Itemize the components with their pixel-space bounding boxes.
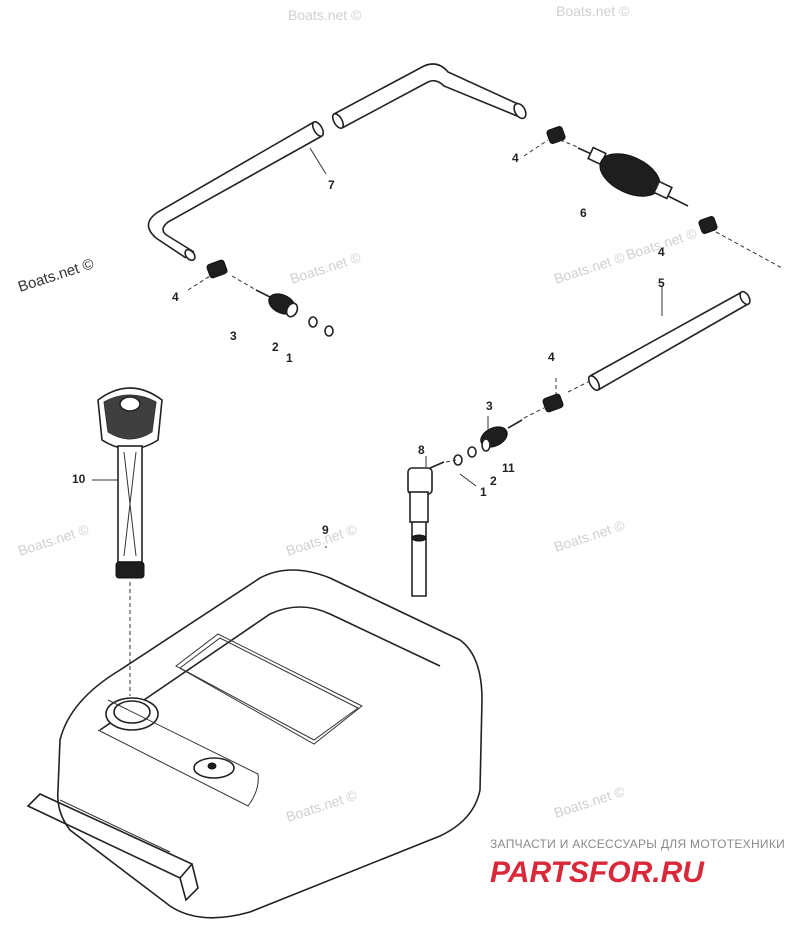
watermark: Boats.net © xyxy=(552,249,627,287)
callout-6: 6 xyxy=(580,206,587,220)
callout-11: 11 xyxy=(502,461,515,475)
callout-4: 4 xyxy=(512,151,519,165)
callout-4: 4 xyxy=(548,350,555,364)
callout-9: 9 xyxy=(322,523,329,537)
callout-8: 8 xyxy=(418,443,425,457)
callouts: 1 2 3 4 7 4 6 4 5 4 3 8 11 2 1 9 10 xyxy=(72,151,665,537)
watermark: Boats.net © xyxy=(284,787,359,825)
callout-3: 3 xyxy=(486,399,493,413)
leader-lines xyxy=(309,147,663,487)
watermark: Boats.net © xyxy=(288,7,362,23)
fitting-4-top xyxy=(523,126,566,157)
fuel-gauge-10 xyxy=(92,387,163,696)
callout-1: 1 xyxy=(286,351,293,365)
callout-4: 4 xyxy=(172,290,179,304)
callout-3: 3 xyxy=(230,329,237,343)
fitting-4-right xyxy=(698,216,783,269)
watermark: Boats.net © xyxy=(288,249,363,287)
watermark: Boats.net © xyxy=(552,517,627,555)
brand-logo: PARTSFOR.RU xyxy=(490,856,705,889)
fuel-tank-9 xyxy=(26,546,483,919)
callout-2: 2 xyxy=(272,340,279,354)
callout-2: 2 xyxy=(490,474,497,488)
fitting-4-middle xyxy=(542,378,564,413)
callout-4: 4 xyxy=(658,245,665,259)
watermark-dark: Boats.net © xyxy=(16,255,96,295)
watermark: Boats.net © xyxy=(552,783,627,821)
watermark: Boats.net © xyxy=(16,521,91,559)
watermark: Boats.net © xyxy=(556,3,630,19)
fitting-4-left xyxy=(187,259,228,291)
brand-tagline: ЗАПЧАСТИ И АКСЕССУАРЫ ДЛЯ МОТОТЕХНИКИ xyxy=(490,837,785,851)
brand-footer: ЗАПЧАСТИ И АКСЕССУАРЫ ДЛЯ МОТОТЕХНИКИ PA… xyxy=(490,837,785,889)
elbow-fitting-8 xyxy=(407,459,457,597)
primer-bulb-6 xyxy=(559,139,689,207)
hose-7 xyxy=(147,63,527,262)
hose-5 xyxy=(567,290,751,393)
callout-10: 10 xyxy=(72,472,86,486)
connector-3-upper xyxy=(231,275,334,337)
callout-1: 1 xyxy=(480,485,487,499)
callout-7: 7 xyxy=(328,178,335,192)
connector-3-lower xyxy=(453,405,549,466)
callout-5: 5 xyxy=(658,276,665,290)
